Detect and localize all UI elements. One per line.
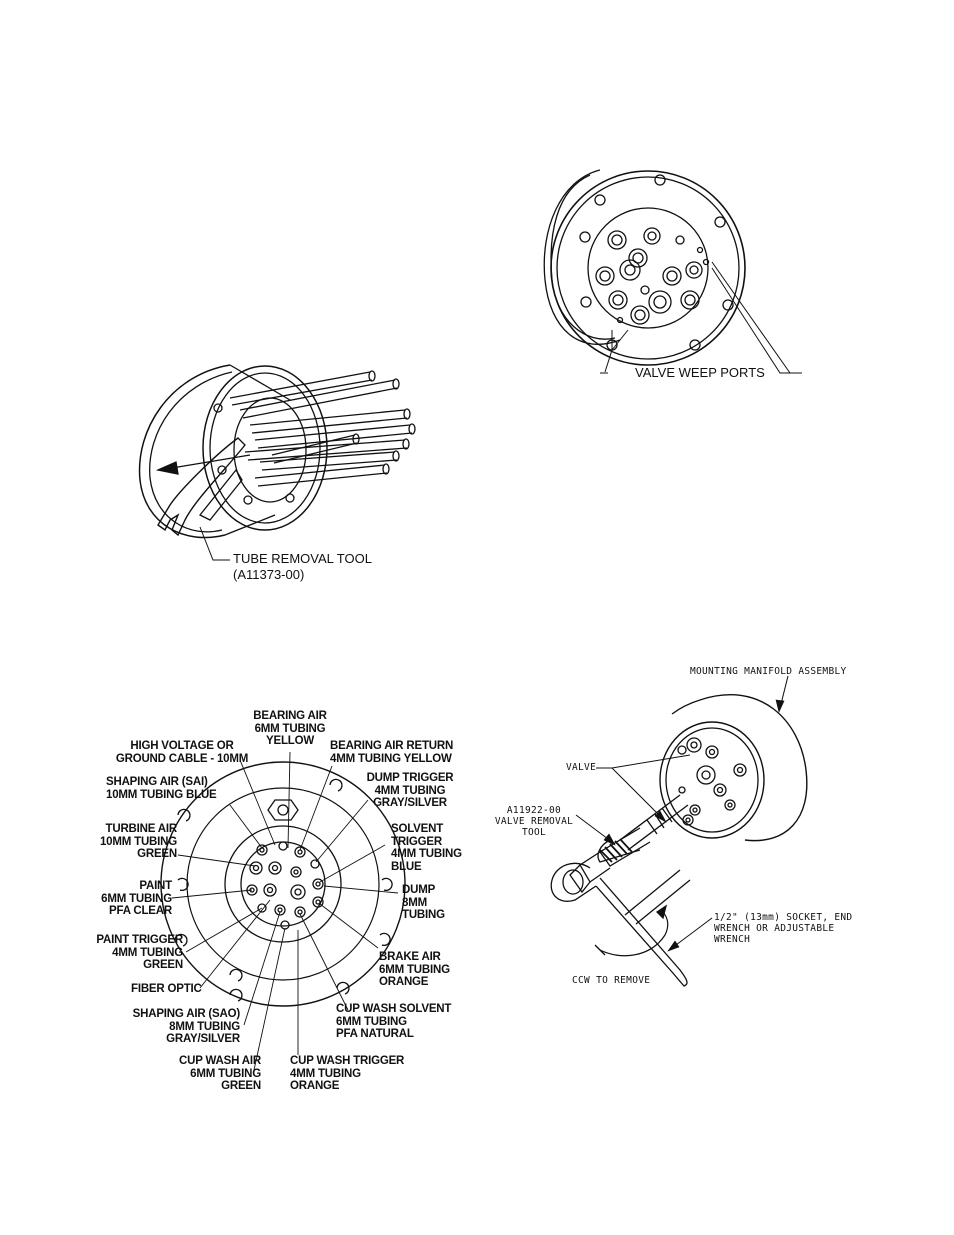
label-line: 4MM TUBING	[290, 1067, 361, 1080]
label-paint-trigger: PAINT TRIGGER 4MM TUBING GREEN	[70, 934, 183, 972]
label-line: GRAY/SILVER	[166, 1033, 240, 1045]
label-line: TURBINE AIR	[105, 823, 178, 835]
label-line: PFA CLEAR	[109, 905, 172, 917]
label-ccw-to-remove: CCW TO REMOVE	[572, 975, 651, 986]
label-paint: PAINT 6MM TUBING PFA CLEAR	[80, 880, 172, 918]
port-identification-drawing	[160, 751, 406, 1071]
tube-removal-tool-name: TUBE REMOVAL TOOL	[233, 551, 372, 566]
label-line: VALVE REMOVAL	[494, 816, 574, 827]
label-line: PAINT TRIGGER	[96, 934, 183, 946]
label-line: HIGH VOLTAGE OR	[130, 740, 234, 752]
label-line: 4MM TUBING	[391, 848, 462, 860]
label-line: GREEN	[221, 1080, 261, 1092]
label-line: 6MM TUBING	[190, 1067, 261, 1080]
label-line: CUP WASH AIR	[179, 1055, 261, 1067]
label-fiber-optic: FIBER OPTIC	[131, 983, 202, 996]
weep-port-manifold-drawing	[543, 169, 802, 374]
label-line: 6MM TUBING	[379, 963, 450, 976]
label-line: BEARING AIR RETURN	[330, 740, 454, 752]
label-line: ORANGE	[379, 976, 429, 988]
label-line: GROUND CABLE - 10MM	[115, 752, 249, 765]
label-line: CUP WASH TRIGGER	[290, 1055, 405, 1067]
label-line: GRAY/SILVER	[373, 797, 447, 809]
label-line: TUBING	[402, 909, 445, 921]
label-line: 4MM TUBING YELLOW	[330, 752, 452, 765]
label-valve-removal-tool: A11922-00 VALVE REMOVAL TOOL	[486, 805, 582, 838]
label-line: SHAPING AIR (SAI)	[106, 776, 208, 788]
label-line: 6MM TUBING	[336, 1015, 407, 1028]
label-line: GREEN	[143, 959, 183, 971]
label-line: FIBER OPTIC	[131, 983, 202, 995]
label-bearing-air-return: BEARING AIR RETURN 4MM TUBING YELLOW	[330, 740, 453, 765]
label-line: SOLVENT	[391, 823, 444, 835]
label-line: 10MM TUBING	[99, 835, 177, 848]
label-line: CUP WASH SOLVENT	[336, 1003, 452, 1015]
label-dump-trigger: DUMP TRIGGER 4MM TUBING GRAY/SILVER	[355, 772, 465, 810]
tube-removal-drawing	[138, 364, 416, 561]
label-valve: VALVE	[566, 762, 597, 773]
label-line: ORANGE	[290, 1080, 340, 1092]
label-mounting-manifold: MOUNTING MANIFOLD ASSEMBLY	[690, 666, 847, 677]
label-line: 4MM TUBING	[374, 784, 446, 797]
label-line: PAINT	[139, 880, 172, 892]
label-cup-wash-air: CUP WASH AIR 6MM TUBING GREEN	[150, 1055, 261, 1093]
label-line: DUMP	[402, 884, 436, 896]
label-dump: DUMP 8MM TUBING	[402, 884, 445, 922]
label-turbine-air: TURBINE AIR 10MM TUBING GREEN	[80, 823, 177, 861]
label-line: 8MM TUBING	[169, 1020, 240, 1033]
label-bearing-air: BEARING AIR 6MM TUBING YELLOW	[240, 710, 340, 748]
tube-removal-tool-label: TUBE REMOVAL TOOL (A11373-00)	[233, 551, 372, 583]
label-line: TOOL	[521, 827, 547, 838]
valve-removal-drawing	[550, 675, 808, 987]
label-line: 6MM TUBING	[101, 892, 172, 905]
label-high-voltage: HIGH VOLTAGE OR GROUND CABLE - 10MM	[112, 740, 252, 765]
label-line: WRENCH	[714, 934, 751, 945]
label-shaping-air-sao: SHAPING AIR (SAO) 8MM TUBING GRAY/SILVER	[110, 1008, 241, 1046]
label-line: GREEN	[137, 848, 177, 860]
label-solvent-trigger: SOLVENT TRIGGER 4MM TUBING BLUE	[391, 823, 462, 873]
label-line: YELLOW	[266, 735, 314, 747]
label-line: BLUE	[391, 860, 422, 873]
label-line: DUMP TRIGGER	[366, 772, 454, 784]
label-line: BEARING AIR	[253, 710, 327, 722]
label-line: 10MM TUBING BLUE	[106, 788, 217, 801]
valve-weep-ports-label: VALVE WEEP PORTS	[635, 365, 765, 380]
label-socket-wrench: 1/2" (13mm) SOCKET, END WRENCH OR ADJUST…	[714, 912, 852, 945]
label-line: 4MM TUBING	[112, 946, 183, 959]
label-line: PFA NATURAL	[336, 1028, 414, 1040]
label-line: SHAPING AIR (SAO)	[132, 1008, 241, 1020]
label-line: A11922-00	[506, 805, 562, 816]
label-cup-wash-solvent: CUP WASH SOLVENT 6MM TUBING PFA NATURAL	[336, 1003, 451, 1041]
label-line: 1/2" (13mm) SOCKET, END	[714, 912, 853, 923]
label-line: 8MM	[402, 896, 427, 909]
label-line: 6MM TUBING	[254, 722, 326, 735]
label-line: TRIGGER	[391, 835, 442, 848]
tube-removal-tool-part: (A11373-00)	[233, 567, 305, 582]
label-line: WRENCH OR ADJUSTABLE	[714, 923, 835, 934]
label-shaping-air-sai: SHAPING AIR (SAI) 10MM TUBING BLUE	[106, 776, 217, 801]
label-brake-air: BRAKE AIR 6MM TUBING ORANGE	[379, 951, 450, 989]
label-cup-wash-trigger: CUP WASH TRIGGER 4MM TUBING ORANGE	[290, 1055, 404, 1093]
label-line: BRAKE AIR	[379, 951, 441, 963]
